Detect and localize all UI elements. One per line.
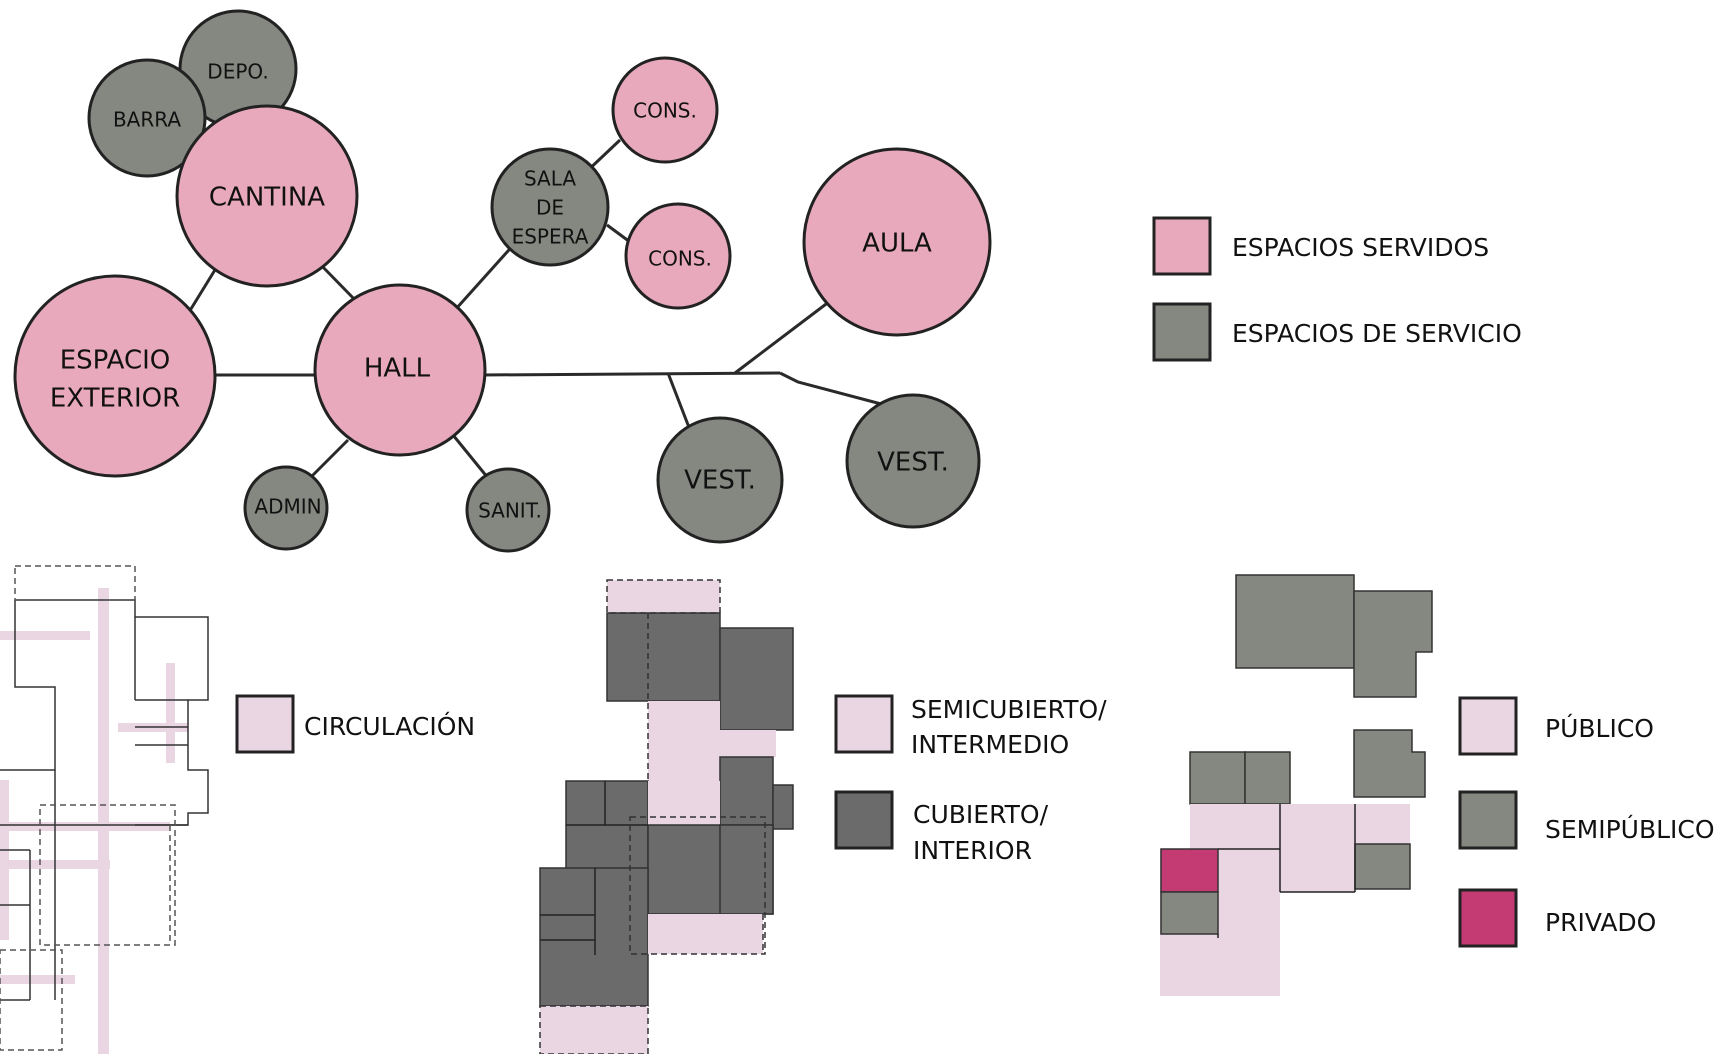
bubble-legend: ESPACIOS SERVIDOS ESPACIOS DE SERVICIO (1152, 216, 1522, 362)
bubble-label-line: ESPERA (512, 225, 589, 249)
plan-circulation: CIRCULACIÓN (0, 565, 475, 1054)
bubble-cons-top: CONS. (611, 56, 719, 164)
legend-label-semipublic: SEMIPÚBLICO (1545, 814, 1715, 844)
semipublic-block (1160, 891, 1219, 935)
legend-swatch-public (1458, 696, 1518, 756)
legend-label-circulation: CIRCULACIÓN (304, 711, 475, 741)
bubble-connectors (176, 138, 886, 482)
strip-vertical-right (166, 663, 175, 763)
covered-block (719, 824, 774, 915)
legend-label-semicovered-line: SEMICUBIERTO/ (911, 695, 1107, 724)
semicovered-block (648, 781, 720, 825)
legend-label-covered-line: INTERIOR (913, 836, 1032, 865)
legend-swatch-served (1152, 216, 1212, 276)
bubble-vest-a: VEST. (656, 416, 784, 544)
bubble-aula: AULA (802, 147, 992, 337)
bubble-label: CONS. (648, 247, 712, 271)
legend-swatch-circulation (235, 694, 295, 754)
semipublic-block (1244, 751, 1291, 805)
bubble-sala-de-espera: SALA DE ESPERA (490, 147, 610, 267)
circulation-strips (0, 588, 188, 1054)
bubble-label-line: EXTERIOR (50, 384, 180, 414)
legend-label-served: ESPACIOS SERVIDOS (1232, 233, 1489, 262)
semicovered-block (648, 914, 763, 954)
bubble-barra: BARRA (87, 58, 207, 178)
connector-hall-admin (306, 438, 350, 482)
connector-main-aula (734, 293, 839, 375)
bubble-label: ADMIN (254, 495, 321, 519)
bubble-diagram: DEPO. BARRA CANTINA CONS. SALA DE ESPERA… (13, 9, 1522, 553)
bubble-admin: ADMIN (243, 465, 329, 551)
legend-label-public: PÚBLICO (1545, 713, 1654, 743)
covered-block (719, 756, 774, 830)
covered-block (606, 612, 721, 702)
bubble-label: DEPO. (207, 60, 268, 84)
bubble-vest-b: VEST. (845, 393, 981, 529)
bubble-label: HALL (364, 354, 431, 384)
legend-label-semicovered-line: INTERMEDIO (911, 730, 1069, 759)
connector-main-vest-b (779, 371, 886, 407)
strip-vertical-main (98, 588, 109, 1054)
public-block (1280, 804, 1355, 892)
connector-hall-main (479, 371, 781, 377)
legend-label-private: PRIVADO (1545, 908, 1656, 937)
legend-label-covered-line: CUBIERTO/ (913, 800, 1049, 829)
privacy-plan-lines (1217, 804, 1356, 938)
semicovered-block (540, 1006, 648, 1054)
connector-hall-sanit (451, 434, 490, 479)
covered-block (719, 627, 794, 731)
strip-horizontal-5 (0, 975, 75, 984)
privacy-plan-blocks (1160, 574, 1433, 996)
bubble-label-line: DE (536, 196, 564, 220)
private-block (1160, 848, 1219, 893)
semipublic-block (1354, 843, 1411, 890)
semipublic-block (1353, 729, 1426, 798)
legend-swatch-semipublic (1458, 790, 1518, 850)
plan-privacy: PÚBLICO SEMIPÚBLICO PRIVADO (1160, 574, 1715, 996)
bubble-hall: HALL (313, 283, 487, 457)
cover-plan-dashed (539, 579, 766, 1054)
strip-horizontal-3 (0, 822, 170, 831)
strip-vertical-left (0, 780, 9, 940)
bubble-label: BARRA (113, 108, 181, 132)
semipublic-block (1235, 574, 1355, 669)
bubble-sanit: SANIT. (465, 467, 551, 553)
semicovered-block (720, 730, 776, 757)
public-block (1355, 804, 1410, 844)
bubble-cantina: CANTINA (175, 104, 359, 288)
semipublic-block (1189, 751, 1246, 805)
bubble-label: CANTINA (209, 183, 325, 213)
strip-horizontal-1 (0, 631, 90, 640)
connector-main-vest-a (666, 372, 692, 431)
semicovered-block (648, 701, 720, 781)
bubble-label-line: ESPACIO (60, 346, 171, 376)
bubble-label: SANIT. (478, 499, 542, 523)
bubble-label-line: SALA (524, 167, 576, 191)
plan-cover: SEMICUBIERTO/ INTERMEDIO CUBIERTO/ INTER… (539, 579, 1107, 1054)
covered-block (772, 784, 794, 830)
covered-block (539, 867, 649, 1007)
circulation-plan-outline (0, 599, 209, 1001)
cover-plan-lines (540, 781, 648, 955)
circulation-plan-dashed (0, 565, 176, 1051)
legend-label-service: ESPACIOS DE SERVICIO (1232, 319, 1522, 348)
bubble-espacio-exterior: ESPACIO EXTERIOR (13, 274, 217, 478)
connector-sala-cons-mid (606, 223, 631, 244)
cover-plan-blocks (539, 580, 794, 1054)
semipublic-block (1353, 590, 1433, 698)
legend-swatch-covered (834, 790, 894, 850)
legend-swatch-private (1458, 888, 1518, 948)
legend-swatch-service (1152, 302, 1212, 362)
bubble-label: AULA (862, 229, 932, 259)
legend-swatch-semicovered (834, 694, 894, 754)
semicovered-block (607, 580, 720, 613)
bubble-cons-mid: CONS. (624, 202, 732, 310)
bubble-label: VEST. (877, 448, 949, 478)
bubble-label: VEST. (684, 466, 756, 496)
bubble-label: CONS. (633, 99, 697, 123)
